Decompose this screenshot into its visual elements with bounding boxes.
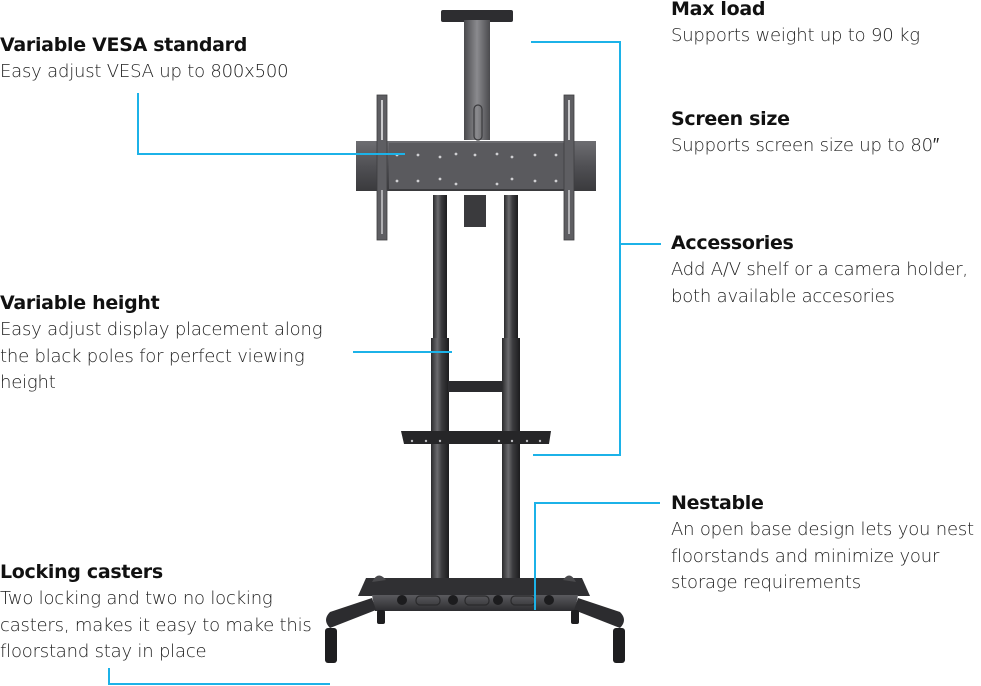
callout-description: Supports weight up to 90 kg (671, 25, 920, 46)
connector-casters (108, 668, 330, 685)
callout-variable-height: Variable height Easy adjust display plac… (0, 290, 322, 397)
caster-front-right (613, 628, 625, 663)
callout-accessories: Accessories Add A/V shelf or a camera ho… (671, 230, 968, 310)
callout-locking-casters: Locking casters Two locking and two no l… (0, 559, 312, 666)
callout-title: Variable VESA standard (0, 34, 248, 56)
callout-vesa: Variable VESA standard Easy adjust VESA … (0, 32, 289, 86)
callout-max-load: Max load Supports weight up to 90 kg (671, 0, 920, 50)
callout-screen-size: Screen size Supports screen size up to 8… (671, 106, 939, 160)
callout-description: Supports screen size up to 80″ (671, 135, 940, 156)
callout-description: Easy adjust VESA up to 800x500 (0, 61, 289, 82)
av-shelf (401, 431, 551, 444)
caster-front-left (325, 628, 337, 663)
camera-shelf-top (441, 10, 513, 141)
connector-nestable (534, 502, 660, 610)
vesa-mount-plate (356, 94, 596, 241)
callout-description: Two locking and two no locking casters, … (0, 588, 312, 662)
callout-title: Screen size (671, 108, 790, 130)
base (325, 575, 625, 663)
callout-title: Accessories (671, 232, 794, 254)
callout-title: Locking casters (0, 561, 163, 583)
callout-title: Variable height (0, 292, 160, 314)
callout-title: Max load (671, 0, 766, 20)
connector-maxload (531, 41, 621, 456)
callout-description: Easy adjust display placement along the … (0, 319, 323, 393)
poles (431, 195, 520, 588)
callout-nestable: Nestable An open base design lets you ne… (671, 490, 974, 597)
connector-vesa (137, 93, 405, 155)
connector-lines (108, 41, 661, 685)
callout-title: Nestable (671, 492, 764, 514)
callout-description: Add A/V shelf or a camera holder, both a… (671, 259, 968, 307)
callout-description: An open base design lets you nest floors… (671, 519, 974, 593)
